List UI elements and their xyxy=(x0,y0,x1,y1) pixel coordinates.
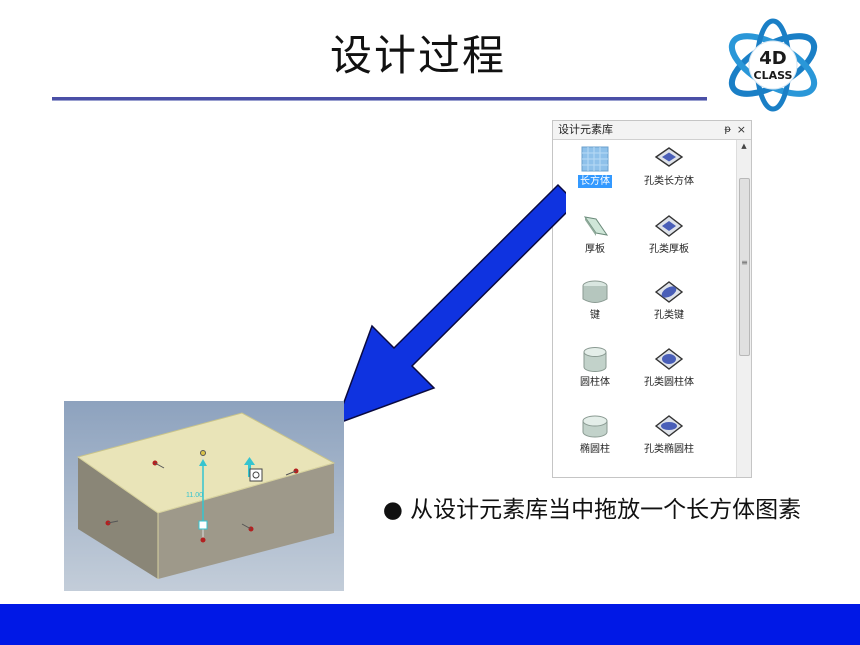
cylinder-icon xyxy=(583,347,607,372)
library-item-label: 键 xyxy=(590,310,600,321)
library-item-cylinder[interactable]: 圆柱体 xyxy=(563,346,627,389)
panel-header: 设计元素库 ᵽ × xyxy=(553,121,751,140)
key-icon xyxy=(582,280,608,303)
logo-text-class: CLASS xyxy=(754,69,793,82)
hole-thick-plate-icon xyxy=(654,215,684,237)
library-item-hole-cylinder[interactable]: 孔类圆柱体 xyxy=(637,346,701,389)
manipulator-handles[interactable]: 11.00 xyxy=(105,450,299,543)
library-item-label: 孔类厚板 xyxy=(649,244,689,255)
instruction-bullet: ● 从设计元素库当中拖放一个长方体图素 xyxy=(382,497,802,523)
drag-arrow-icon xyxy=(334,183,566,426)
hole-cylinder-icon xyxy=(654,348,684,370)
library-item-label: 椭圆柱 xyxy=(580,444,610,455)
hole-key-icon xyxy=(654,281,684,303)
library-item-label: 圆柱体 xyxy=(580,377,610,388)
library-item-label: 孔类圆柱体 xyxy=(644,377,694,388)
thick-plate-icon xyxy=(583,216,609,236)
library-item-label: 孔类椭圆柱 xyxy=(644,444,694,455)
library-item-label: 孔类长方体 xyxy=(644,176,694,187)
library-item-hole-key[interactable]: 孔类键 xyxy=(637,279,701,322)
scroll-grip-icon: ≡ xyxy=(741,258,748,267)
scroll-thumb[interactable]: ≡ xyxy=(739,178,750,356)
elliptic-cylinder-icon xyxy=(582,415,608,438)
library-item-cuboid[interactable]: 长方体 xyxy=(563,145,627,188)
panel-scrollbar[interactable]: ▲ ≡ xyxy=(736,140,751,477)
library-item-elliptic-cylinder[interactable]: 椭圆柱 xyxy=(563,413,627,456)
pin-icon[interactable]: ᵽ xyxy=(724,124,731,135)
hole-cuboid-icon xyxy=(654,147,684,167)
library-item-hole-elliptic-cylinder[interactable]: 孔类椭圆柱 xyxy=(637,413,701,456)
library-item-hole-cuboid[interactable]: 孔类长方体 xyxy=(637,145,701,188)
3d-design-viewport[interactable]: 11.00 xyxy=(64,401,344,591)
bottom-color-bar xyxy=(0,604,860,645)
4d-class-logo: 4D CLASS xyxy=(728,18,818,112)
library-item-label: 长方体 xyxy=(578,175,612,188)
library-item-label: 厚板 xyxy=(585,244,605,255)
cuboid-icon xyxy=(581,146,609,172)
slide-title: 设计过程 xyxy=(329,31,506,80)
logo-text-4d: 4D xyxy=(759,48,786,69)
title-underline xyxy=(52,97,707,101)
library-item-thick-plate[interactable]: 厚板 xyxy=(563,213,627,256)
close-icon[interactable]: × xyxy=(736,123,746,136)
library-item-hole-thick-plate[interactable]: 孔类厚板 xyxy=(637,213,701,256)
dimension-label: 11.00 xyxy=(186,492,203,499)
hole-elliptic-cylinder-icon xyxy=(654,415,684,437)
scroll-up-arrow-icon[interactable]: ▲ xyxy=(741,142,747,150)
design-element-library-panel: 设计元素库 ᵽ × 长方体 孔类长方体 厚板 孔类厚板 xyxy=(552,120,752,478)
panel-title: 设计元素库 xyxy=(558,123,613,136)
library-item-key[interactable]: 键 xyxy=(563,279,627,322)
library-item-label: 孔类键 xyxy=(654,310,684,321)
cuboid-model[interactable] xyxy=(76,412,336,579)
